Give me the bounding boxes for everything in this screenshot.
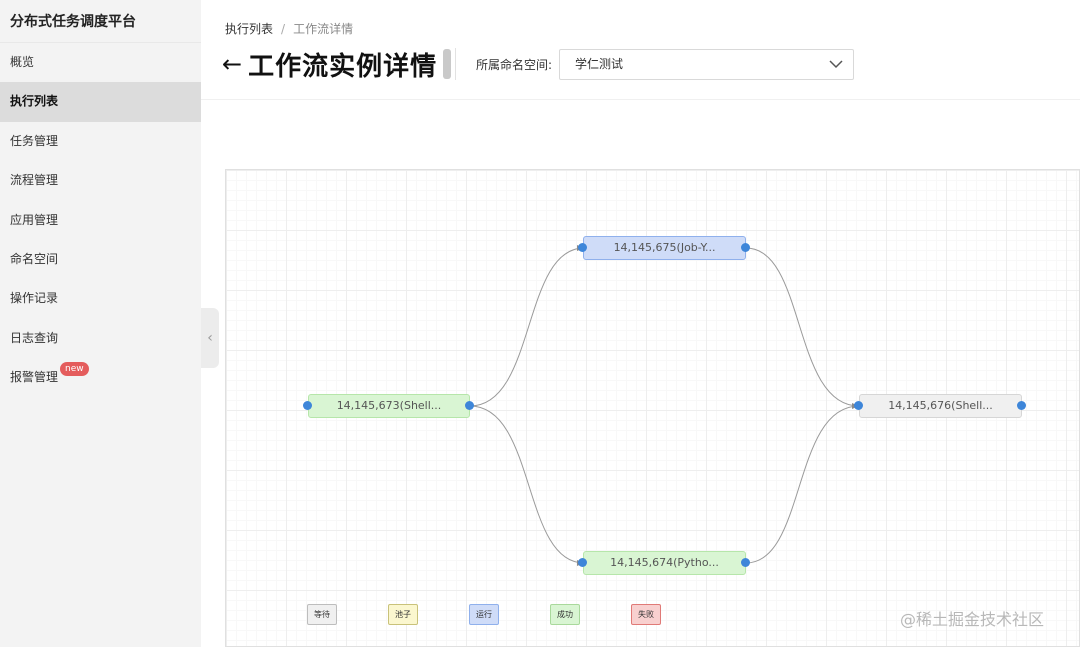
edge-n3-n4	[745, 405, 860, 564]
sidebar-item-app-management[interactable]: 应用管理	[0, 201, 201, 240]
sidebar-item-task-management[interactable]: 任务管理	[0, 122, 201, 161]
workflow-node-n3[interactable]: 14,145,674(Pytho...	[583, 551, 746, 575]
legend-label: 运行	[476, 610, 492, 619]
legend-label: 池子	[395, 610, 411, 619]
sidebar-item-execution-list[interactable]: 执行列表	[0, 82, 201, 122]
sidebar-item-label: 日志查询	[10, 330, 59, 345]
left-arrow-icon[interactable]: ←	[222, 50, 243, 78]
sidebar-item-workflow-management[interactable]: 流程管理	[0, 161, 201, 200]
chevron-left-icon: ‹	[207, 330, 213, 346]
workflow-node-n1[interactable]: 14,145,673(Shell...	[308, 394, 470, 418]
namespace-select-value: 学仁测试	[575, 57, 624, 71]
title-scroll-handle	[443, 49, 452, 79]
sidebar-item-label: 概览	[10, 55, 35, 69]
breadcrumb-link-execution-list[interactable]: 执行列表	[225, 22, 274, 36]
title-divider	[455, 48, 457, 80]
node-port-out[interactable]	[1017, 401, 1026, 410]
sidebar-collapse-handle[interactable]: ‹	[201, 308, 219, 368]
workflow-node-n4[interactable]: 14,145,676(Shell...	[859, 394, 1022, 418]
header-divider	[201, 99, 1080, 100]
node-label: 14,145,676(Shell...	[888, 399, 993, 412]
page-title: 工作流实例详情	[248, 51, 438, 82]
sidebar-item-label: 命名空间	[10, 251, 59, 266]
node-port-in[interactable]	[854, 401, 863, 410]
title-row: ← 工作流实例详情	[222, 44, 457, 84]
sidebar-item-label: 应用管理	[10, 212, 59, 227]
new-badge: new	[60, 362, 89, 377]
node-label: 14,145,674(Pytho...	[610, 556, 719, 569]
namespace-select[interactable]: 学仁测试	[559, 49, 854, 80]
node-port-out[interactable]	[741, 558, 750, 567]
edge-n1-n3	[469, 405, 585, 564]
sidebar-item-label: 执行列表	[10, 94, 59, 109]
legend-label: 成功	[557, 610, 573, 619]
legend-pool: 池子	[388, 604, 418, 625]
watermark: @稀土掘金技术社区	[900, 610, 1045, 629]
node-port-out[interactable]	[741, 243, 750, 252]
node-label: 14,145,675(Job-Y...	[613, 241, 716, 254]
sidebar-item-alert-management[interactable]: 报警管理 new	[0, 358, 201, 397]
sidebar-item-label: 任务管理	[10, 133, 59, 148]
legend-success: 成功	[550, 604, 580, 625]
legend-failed: 失败	[631, 604, 661, 625]
namespace-label: 所属命名空间:	[476, 58, 553, 72]
sidebar-item-namespace[interactable]: 命名空间	[0, 240, 201, 279]
workflow-graph-canvas[interactable]: 14,145,673(Shell... 14,145,675(Job-Y... …	[225, 169, 1080, 647]
sidebar-item-log-search[interactable]: 日志查询	[0, 319, 201, 358]
legend-running: 运行	[469, 604, 499, 625]
legend-waiting: 等待	[307, 604, 337, 625]
chevron-down-icon	[829, 60, 843, 69]
node-port-in[interactable]	[578, 243, 587, 252]
legend-label: 失败	[638, 610, 654, 619]
legend-label: 等待	[314, 610, 330, 619]
sidebar-item-overview[interactable]: 概览	[0, 43, 201, 82]
sidebar-item-label: 操作记录	[10, 291, 59, 306]
breadcrumb: 执行列表 / 工作流详情	[225, 20, 353, 37]
node-port-in[interactable]	[578, 558, 587, 567]
sidebar-item-label: 流程管理	[10, 173, 59, 188]
sidebar-item-operation-log[interactable]: 操作记录	[0, 279, 201, 318]
breadcrumb-current: 工作流详情	[293, 22, 354, 36]
workflow-node-n2[interactable]: 14,145,675(Job-Y...	[583, 236, 746, 260]
sidebar-item-label: 报警管理	[10, 370, 59, 385]
edge-n1-n2	[469, 247, 585, 407]
edge-n2-n4	[745, 247, 860, 407]
node-port-out[interactable]	[465, 401, 474, 410]
brand-title: 分布式任务调度平台	[0, 0, 201, 43]
node-label: 14,145,673(Shell...	[336, 399, 442, 412]
node-port-in[interactable]	[303, 401, 312, 410]
sidebar: 分布式任务调度平台 概览 执行列表 任务管理 流程管理 应用管理 命名空间 操作…	[0, 0, 201, 647]
breadcrumb-separator: /	[281, 22, 286, 36]
